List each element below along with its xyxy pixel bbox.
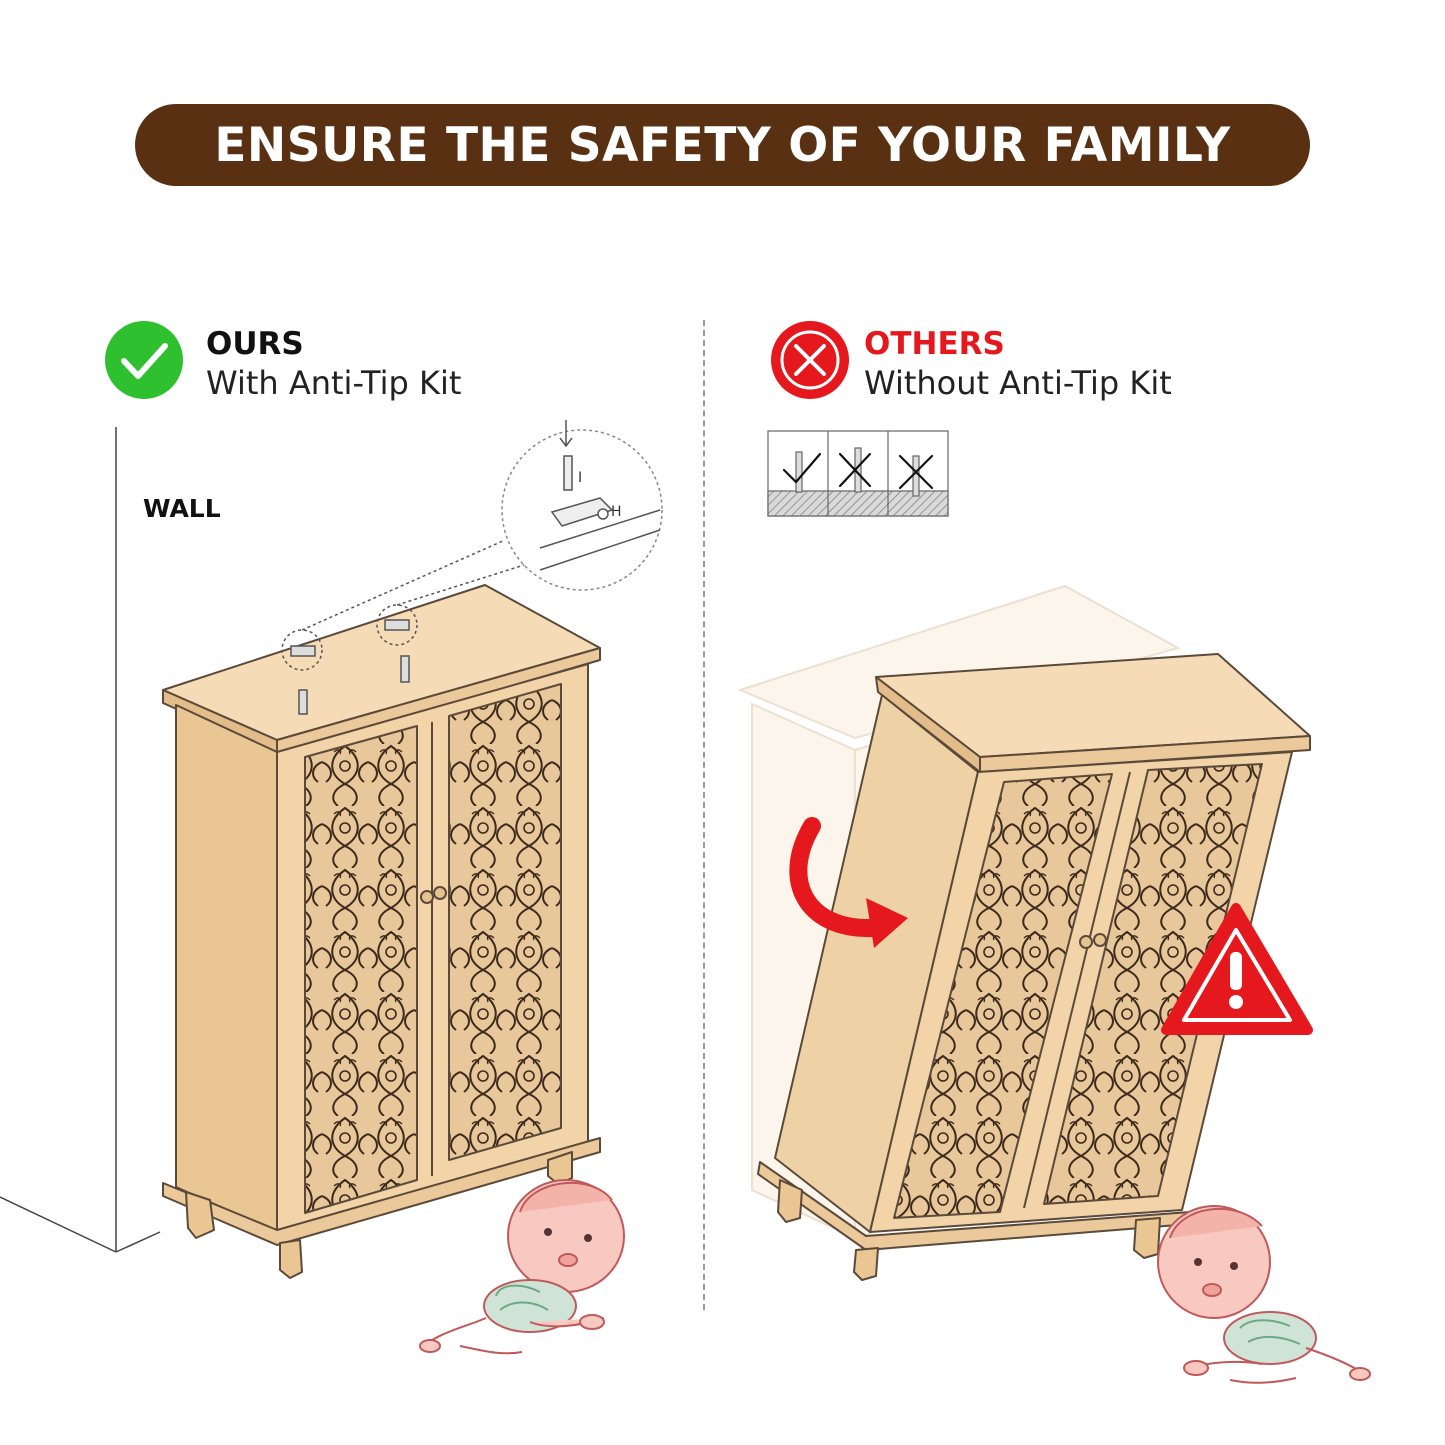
crawling-baby-right: [1157, 1205, 1371, 1384]
tipping-cabinet: [757, 653, 1311, 1281]
wall: [0, 427, 161, 1253]
warning-icon: [1161, 903, 1313, 1035]
check-mark-icon: [782, 452, 822, 484]
others-heading: OTHERS: [864, 326, 1005, 362]
anti-tip-kit-hardware: [281, 539, 541, 715]
screw-label: I: [578, 470, 582, 486]
banner-title: ENSURE THE SAFETY OF YOUR FAMILY: [135, 104, 1310, 186]
x-mark-icon: [838, 452, 872, 488]
cross-icon: [770, 320, 850, 400]
ours-subtitle: With Anti-Tip Kit: [206, 364, 462, 402]
check-icon: [104, 320, 184, 400]
install-detail-magnifier: I H: [501, 420, 663, 591]
others-subtitle: Without Anti-Tip Kit: [864, 364, 1172, 402]
ours-heading: OURS: [206, 326, 304, 362]
x-mark-icon: [898, 454, 934, 490]
anchor-marks: [782, 452, 934, 490]
crawling-baby-left: [419, 1179, 625, 1355]
tip-direction-arrow-icon: [789, 817, 908, 948]
left-cabinet: [162, 584, 601, 1279]
center-divider: [703, 320, 705, 1310]
wall-label: WALL: [143, 494, 221, 523]
bracket-label: H: [611, 504, 622, 520]
